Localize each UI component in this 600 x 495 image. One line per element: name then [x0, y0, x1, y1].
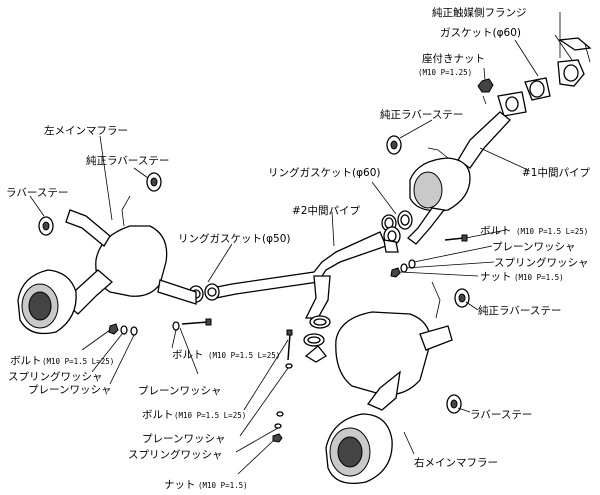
- ring-gasket-phi60: [381, 210, 413, 232]
- label-spring-washer-left: スプリングワッシャ: [8, 370, 103, 383]
- label-flange-nut-spec: (M10 P=1.25): [418, 68, 472, 77]
- label-oem-cat-flange: 純正触媒側フランジ: [432, 6, 527, 19]
- right-hardware-icons: [390, 234, 468, 278]
- label-gasket-phi60: ガスケット(φ60): [440, 27, 521, 39]
- label-rubber-stay-left: ラバーステー: [6, 187, 68, 199]
- pipe-1: [407, 91, 527, 245]
- label-nut-bottom-spec: (M10 P=1.5): [198, 481, 248, 490]
- rubber-stay-left-icons: [38, 172, 162, 236]
- leader-lines: [29, 12, 561, 475]
- left-hardware-icons: [108, 318, 212, 336]
- rubber-stay-right-icons: [431, 281, 470, 414]
- label-pipe-2: #2中間パイプ: [292, 204, 360, 217]
- label-spring-washer-right: スプリングワッシャ: [494, 256, 589, 269]
- bottom-hardware-icons: [272, 329, 293, 443]
- label-oem-rubber-stay-top: 純正ラバーステー: [380, 108, 463, 121]
- label-oem-rubber-stay-left: 純正ラバーステー: [86, 154, 169, 167]
- label-plain-washer-right: プレーンワッシャ: [492, 241, 575, 253]
- gasket-phi60: [524, 77, 551, 101]
- label-plain-washer-bottom: プレーンワッシャ: [142, 433, 225, 445]
- label-bolt-left-spec: (M10 P=1.5 L=25): [42, 357, 114, 366]
- label-right-muffler: 右メインマフラー: [414, 456, 498, 469]
- label-bolt-right-spec: (M10 P=1.5 L=25): [516, 227, 588, 236]
- label-bolt-right: ボルト: [480, 225, 512, 237]
- label-plain-washer-center: プレーンワッシャ: [138, 385, 221, 397]
- label-rubber-stay-right: ラバーステー: [470, 409, 532, 421]
- label-nut-bottom: ナット: [164, 479, 196, 491]
- label-oem-rubber-stay-right: 純正ラバーステー: [478, 304, 561, 317]
- label-pipe-1: #1中間パイプ: [522, 166, 590, 179]
- label-bolt-left: ボルト: [10, 355, 42, 367]
- label-bolt-center: ボルト: [172, 349, 204, 361]
- label-bolt-bottom-spec: (M10 P=1.5 L=25): [174, 411, 246, 420]
- label-left-muffler: 左メインマフラー: [44, 124, 128, 137]
- oem-cat-flange: [554, 34, 592, 87]
- rubber-stay-top-icon: [386, 135, 449, 159]
- left-muffler: [17, 209, 197, 335]
- label-flange-nut: 座付きナット: [422, 52, 485, 65]
- label-plain-washer-left: プレーンワッシャ: [28, 384, 111, 396]
- label-bolt-bottom: ボルト: [142, 409, 174, 421]
- label-spring-washer-bottom: スプリングワッシャ: [128, 448, 223, 461]
- right-muffler: [304, 311, 453, 485]
- label-nut-right: ナット: [480, 271, 512, 283]
- flange-nut-icon: [477, 78, 494, 105]
- label-ring-gasket-phi60: リングガスケット(φ60): [268, 166, 380, 179]
- label-bolt-center-spec: (M10 P=1.5 L=25): [208, 351, 280, 360]
- label-ring-gasket-phi50: リングガスケット(φ50): [178, 232, 290, 245]
- label-nut-right-spec: (M10 P=1.5): [514, 273, 564, 282]
